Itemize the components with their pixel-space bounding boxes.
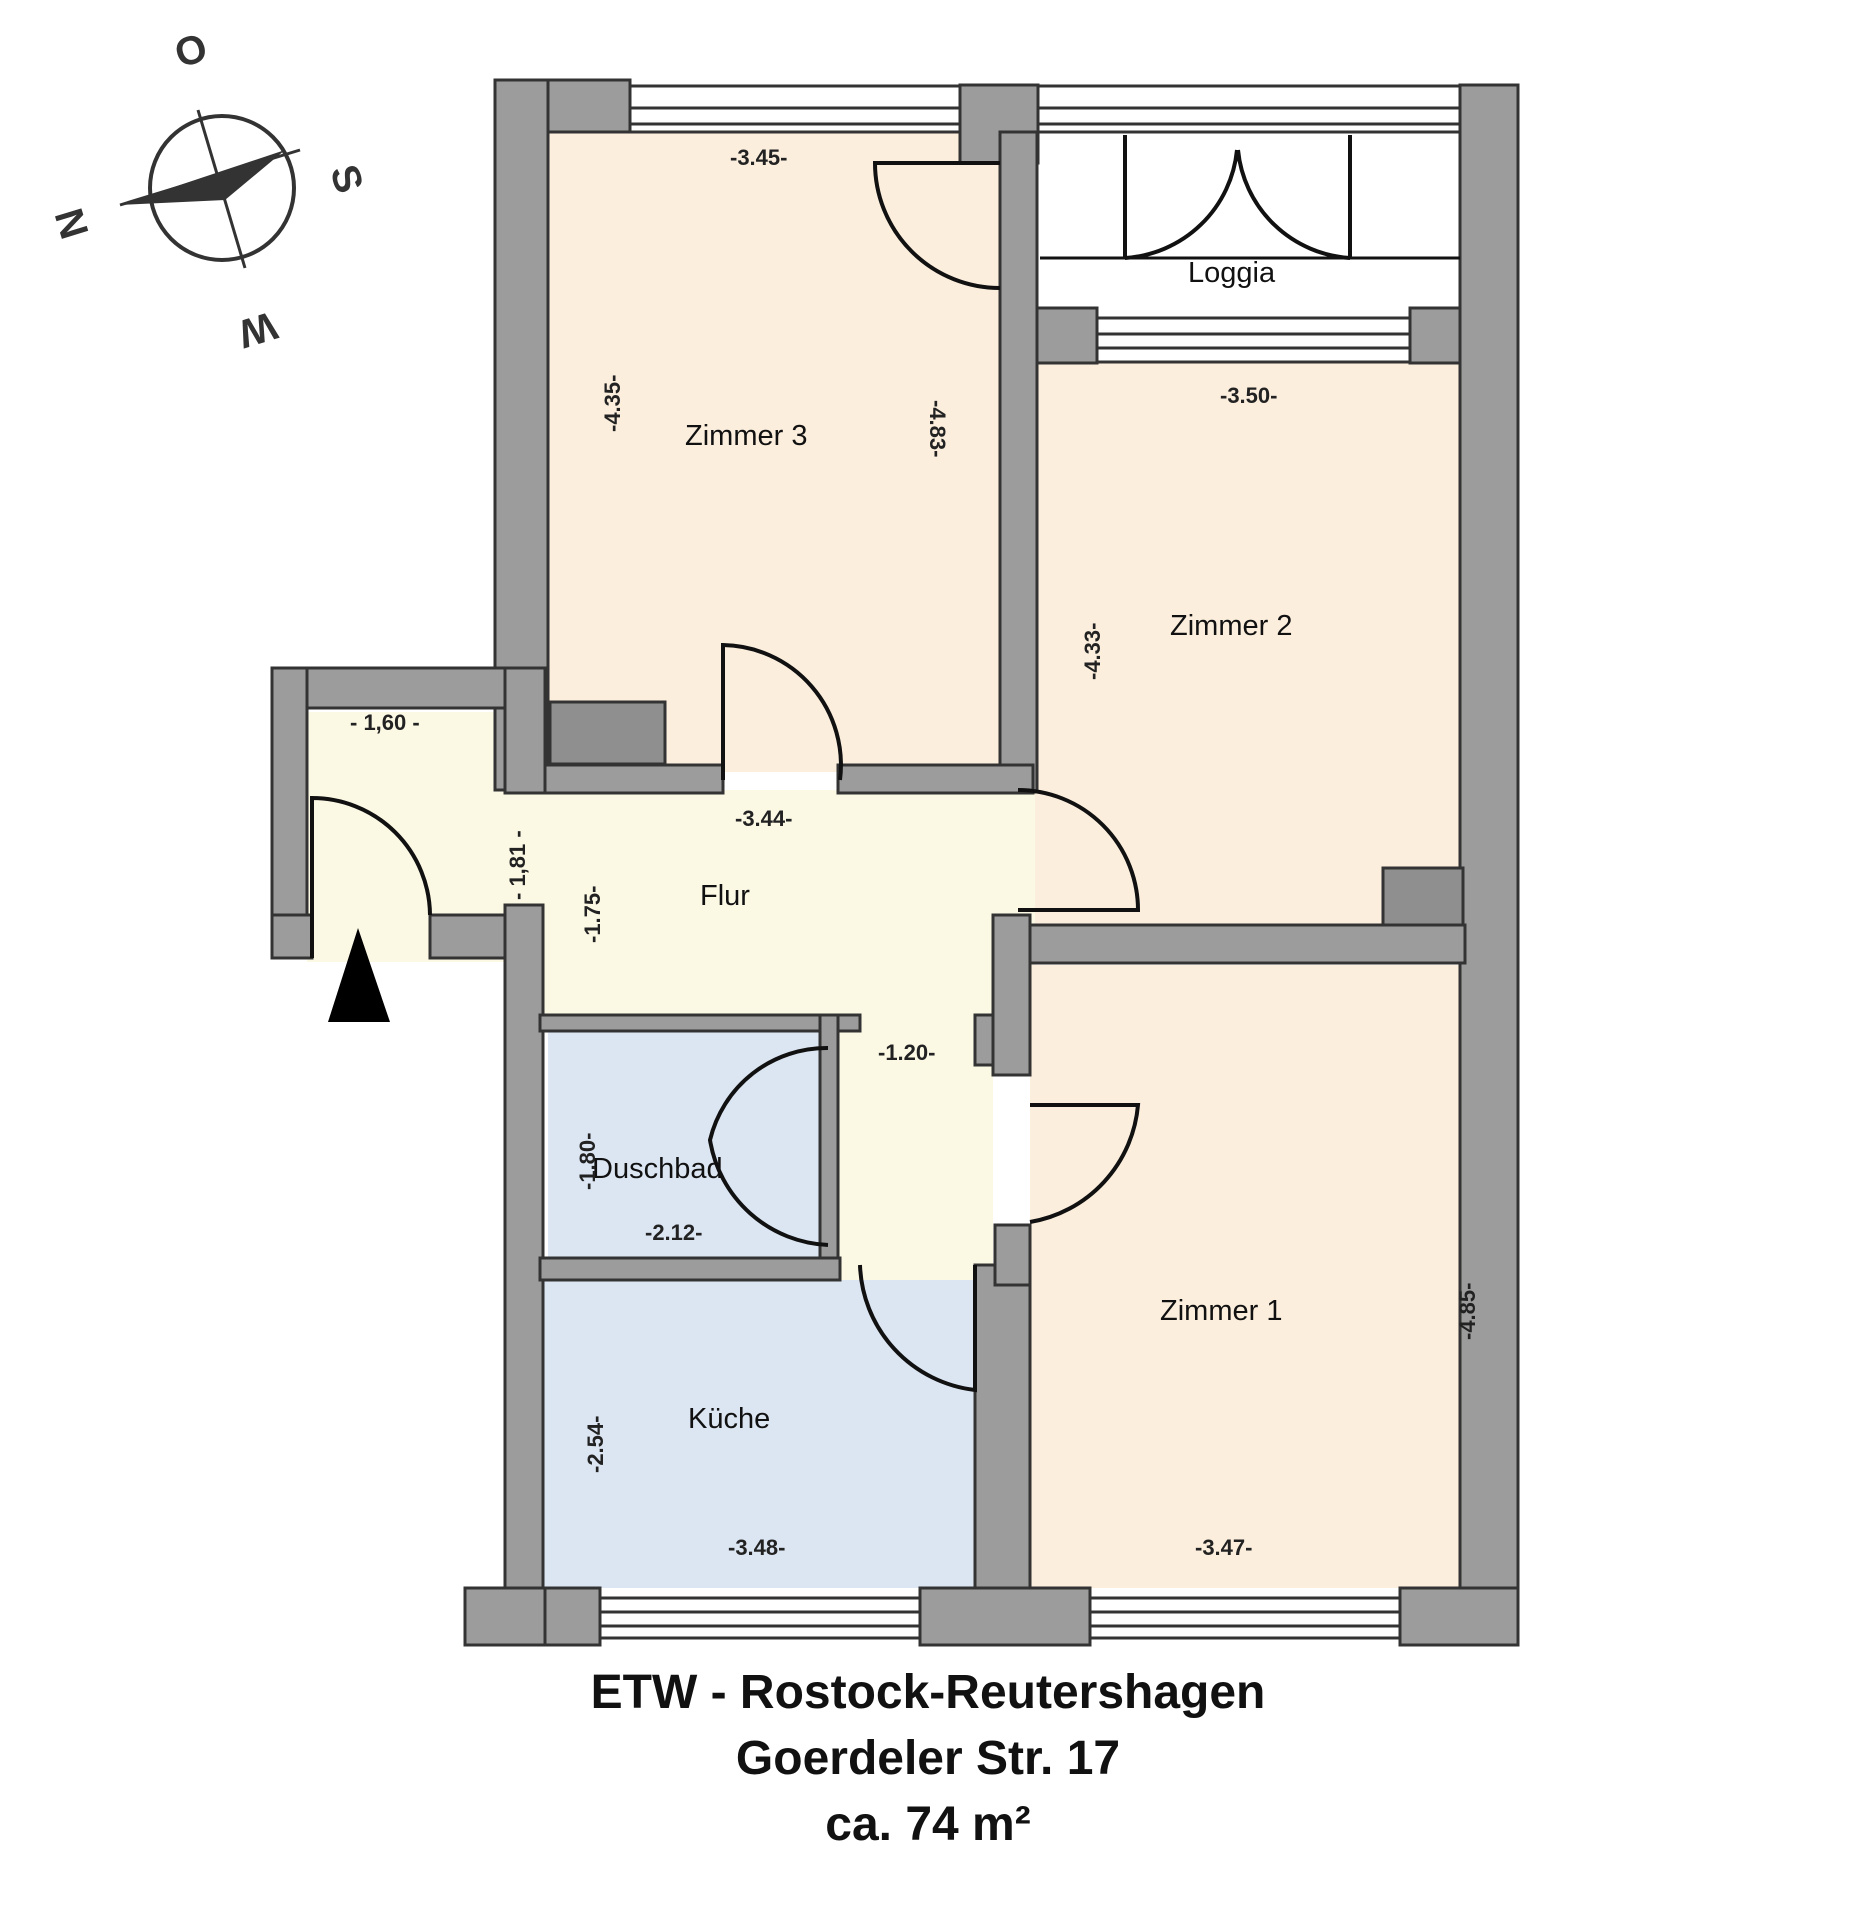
door-zimmer2 (1017, 788, 1141, 912)
dim-entry-width: - 1,60 - (350, 710, 420, 735)
dim-zimmer3-width: -3.45- (730, 145, 787, 170)
dim-zimmer2-height: -4.33- (1080, 623, 1105, 680)
dim-duschbad-width: -2.12- (645, 1220, 702, 1245)
compass-circle (148, 114, 296, 262)
zimmer2-floor (1033, 362, 1478, 928)
dim-entry-height: - 1,81 - (505, 830, 530, 900)
caption: ETW - Rostock-Reutershagen Goerdeler Str… (0, 1660, 1856, 1858)
loggia-floor (1037, 132, 1460, 308)
door-loggia (872, 161, 1001, 290)
room-label-zimmer3: Zimmer 3 (685, 420, 807, 452)
dim-zimmer3-height-left: -4.35- (600, 375, 625, 432)
dim-zimmer2-width: -3.50- (1220, 383, 1277, 408)
dim-corridor-width: -1.20- (878, 1040, 935, 1065)
kueche-floor (540, 1280, 992, 1588)
dim-flur-height: -1.75- (580, 886, 605, 943)
dim-zimmer3-height-right: -4.83- (925, 400, 950, 457)
window-zimmer1 (1088, 1596, 1402, 1640)
chimney-zimmer3 (548, 700, 667, 766)
compass-west-label: W (233, 303, 282, 356)
compass-north-label: N (47, 203, 98, 243)
zimmer1-floor (1030, 965, 1478, 1588)
zimmer3-floor (548, 132, 1000, 772)
door-loggia-right (1236, 135, 1352, 260)
dim-flur-width: -3.44- (735, 806, 792, 831)
room-label-kueche: Küche (688, 1403, 770, 1435)
window-zimmer2 (1095, 316, 1412, 364)
compass-south-label: S (321, 160, 371, 198)
flur-floor (512, 790, 1035, 1020)
compass-rose: O S N W (47, 25, 371, 355)
room-label-zimmer2: Zimmer 2 (1170, 610, 1292, 642)
doors (310, 135, 1460, 1393)
caption-title: ETW - Rostock-Reutershagen (590, 1666, 1266, 1719)
caption-area: ca. 74 m² (825, 1798, 1031, 1851)
walls (270, 78, 1520, 1647)
door-loggia-left (1123, 135, 1239, 260)
chimney-zimmer2 (1381, 866, 1465, 930)
room-label-flur: Flur (700, 880, 750, 912)
window-kueche (598, 1596, 922, 1640)
door-kueche (858, 1264, 977, 1393)
room-label-zimmer1: Zimmer 1 (1160, 1295, 1282, 1327)
entrance-arrow-icon (328, 928, 390, 1022)
dim-zimmer1-width: -3.47- (1195, 1535, 1252, 1560)
corridor-floor (828, 1020, 993, 1285)
dim-kueche-height: -2.54- (583, 1416, 608, 1473)
dim-zimmer1-height: -4.85- (1455, 1283, 1480, 1340)
compass-needle (120, 150, 285, 205)
door-duschbad (707, 1045, 829, 1247)
caption-address: Goerdeler Str. 17 (735, 1732, 1121, 1785)
compass-east-label: O (170, 25, 213, 76)
room-label-duschbad: Duschbad (592, 1153, 723, 1185)
room-label-loggia: Loggia (1188, 257, 1276, 289)
door-entry (310, 795, 432, 958)
door-zimmer1 (1029, 1103, 1141, 1224)
duschbad-floor (548, 1030, 828, 1262)
door-zimmer3 (721, 642, 843, 781)
dim-kueche-width: -3.48- (728, 1535, 785, 1560)
dim-duschbad-height: -1.80- (575, 1133, 600, 1190)
